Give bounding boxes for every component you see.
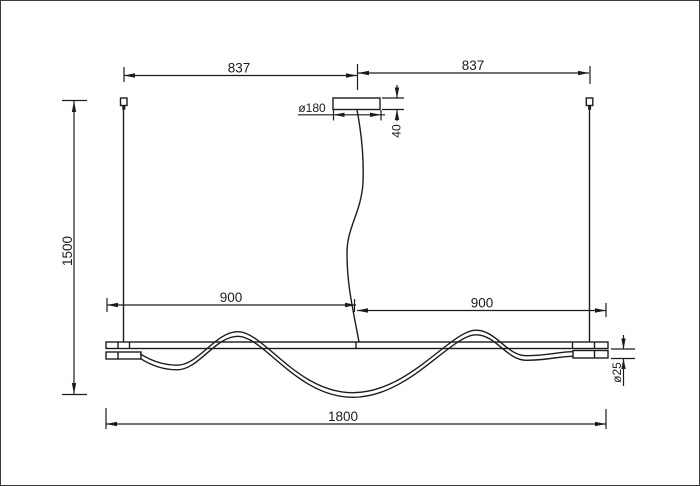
power-cable <box>346 109 364 343</box>
dim-label-canopy-diameter: ø180 <box>298 101 326 115</box>
dim-canopy-height: 40 <box>382 85 404 138</box>
dim-left-900: 900 <box>106 290 356 312</box>
dim-label-900-left: 900 <box>220 290 243 305</box>
suspension-wire-left <box>119 97 128 342</box>
dim-top-right-837: 837 <box>358 58 591 84</box>
dim-right-900: 900 <box>357 296 607 317</box>
dim-label-837-left: 837 <box>228 61 251 76</box>
dim-label-837-right: 837 <box>462 58 485 73</box>
dim-label-tube-diameter: ø25 <box>610 362 624 383</box>
wire-grip-right <box>585 97 594 107</box>
wire-grip-left <box>119 97 128 107</box>
bar-end-block-left <box>105 351 142 360</box>
dim-canopy-diameter: ø180 <box>298 101 385 121</box>
dim-top-left-837: 837 <box>123 61 357 82</box>
dim-tube-diameter: ø25 <box>610 335 635 386</box>
dim-overall-1800: 1800 <box>105 408 607 429</box>
lamp-bar <box>105 341 609 350</box>
wavy-led-tube <box>139 329 574 399</box>
dim-suspension-drop: 1500 <box>60 99 87 396</box>
dim-label-1800: 1800 <box>328 409 358 424</box>
dim-label-suspension-drop: 1500 <box>60 236 75 266</box>
bar-end-block-right <box>572 349 609 359</box>
suspension-wire-right <box>585 97 594 342</box>
dim-label-900-right: 900 <box>471 296 494 311</box>
dim-label-canopy-height: 40 <box>390 124 404 138</box>
ceiling-canopy <box>332 97 381 111</box>
